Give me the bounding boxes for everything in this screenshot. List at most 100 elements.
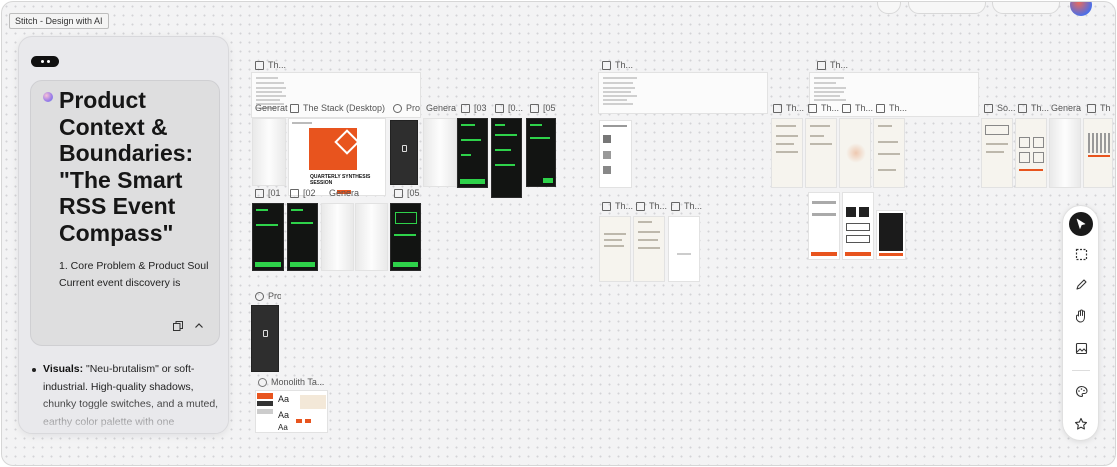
prototype-frame[interactable]	[390, 120, 418, 185]
frame-label[interactable]: So...	[984, 103, 1016, 113]
frame-label[interactable]: Th...	[671, 201, 702, 211]
top-control[interactable]	[992, 2, 1060, 14]
mobile-icon	[461, 103, 470, 113]
frame-label[interactable]: Genera	[329, 188, 360, 198]
cursor-icon[interactable]	[1069, 212, 1093, 236]
canvas-toolbar	[1062, 205, 1099, 441]
hand-icon[interactable]	[1069, 304, 1093, 328]
font-sample: Aa	[278, 394, 290, 404]
mobile-icon	[984, 103, 993, 113]
frame-label[interactable]: Th...	[773, 103, 804, 113]
screen-frame[interactable]	[876, 210, 906, 260]
mobile-icon	[394, 188, 403, 198]
screen-frame[interactable]	[355, 203, 388, 271]
screen-frame[interactable]	[1015, 118, 1047, 188]
top-control[interactable]	[877, 2, 901, 14]
screen-frame[interactable]	[839, 118, 871, 188]
frame-label[interactable]: Generat	[255, 103, 288, 113]
card-subtitle: 1. Core Problem & Product Soul	[59, 260, 209, 272]
mobile-icon	[876, 103, 885, 113]
screen-frame[interactable]	[423, 118, 457, 187]
screen-frame[interactable]	[252, 118, 286, 186]
screen-frame[interactable]	[873, 118, 905, 188]
copy-icon[interactable]	[171, 321, 185, 335]
screen-frame[interactable]	[842, 192, 874, 260]
frame-label[interactable]: Th...	[602, 201, 633, 211]
mobile-icon	[773, 103, 782, 113]
mobile-icon	[602, 201, 611, 211]
screen-frame[interactable]	[668, 216, 700, 282]
frame-label[interactable]: The Stack (Desktop)	[290, 103, 385, 113]
screen-frame[interactable]	[633, 216, 665, 282]
screen-frame[interactable]	[981, 118, 1013, 188]
document-frame[interactable]	[251, 72, 421, 118]
frame-label[interactable]: Th...	[636, 201, 667, 211]
frame-label[interactable]: [01	[255, 188, 281, 198]
document-icon	[602, 60, 611, 70]
screen-frame[interactable]	[771, 118, 803, 188]
screen-frame[interactable]	[457, 118, 488, 188]
frame-label[interactable]: Th...	[602, 60, 633, 70]
screen-frame[interactable]	[526, 118, 556, 187]
mobile-icon	[671, 201, 680, 211]
frame-label[interactable]: Monolith Ta...	[258, 377, 324, 387]
screen-frame[interactable]	[491, 118, 522, 198]
screen-frame[interactable]	[390, 203, 421, 271]
screen-frame[interactable]	[599, 120, 632, 188]
palette-icon	[258, 377, 267, 387]
screen-frame[interactable]	[1049, 118, 1081, 188]
chat-panel: Product Context & Boundaries: "The Smart…	[18, 36, 229, 434]
screen-frame[interactable]	[287, 203, 318, 271]
document-frame[interactable]	[598, 72, 768, 114]
frame-heading: QUARTERLY SYNTHESIS SESSION	[310, 174, 371, 186]
frame-label[interactable]: [02	[290, 188, 316, 198]
screen-frame[interactable]	[805, 118, 837, 188]
design-system-frame[interactable]: Aa Aa Aa	[255, 390, 328, 433]
prototype-icon	[393, 103, 402, 113]
prompt-card[interactable]: Product Context & Boundaries: "The Smart…	[30, 80, 220, 346]
card-body: 1. Core Problem & Product Soul Current e…	[59, 258, 209, 291]
document-icon	[817, 60, 826, 70]
frame-label[interactable]: Th...	[255, 60, 286, 70]
document-frame[interactable]	[809, 72, 979, 117]
frame-label[interactable]: Th...	[1087, 103, 1111, 113]
screen-frame[interactable]	[1083, 118, 1113, 188]
frame-label[interactable]: Genera	[426, 103, 457, 113]
frame-label[interactable]: Th...	[842, 103, 873, 113]
frame-label[interactable]: [03	[461, 103, 487, 113]
collapse-icon[interactable]	[192, 321, 206, 335]
card-title: Product Context & Boundaries: "The Smart…	[59, 87, 194, 246]
frame-label[interactable]: Th...	[876, 103, 907, 113]
top-control[interactable]	[908, 2, 986, 14]
desktop-icon	[290, 103, 299, 113]
card-text: Current event discovery is	[59, 276, 181, 289]
screen-frame[interactable]	[599, 216, 631, 282]
mobile-icon	[1087, 103, 1096, 113]
frame-label[interactable]: Th...	[817, 60, 848, 70]
frame-label[interactable]: Th...	[1018, 103, 1049, 113]
panel-menu-button[interactable]	[31, 56, 59, 67]
image-icon[interactable]	[1069, 336, 1093, 360]
frame-label[interactable]: [05	[530, 103, 556, 113]
prototype-frame[interactable]	[251, 305, 279, 372]
screen-frame[interactable]	[808, 192, 840, 260]
stack-desktop-frame[interactable]: QUARTERLY SYNTHESIS SESSION	[288, 118, 386, 196]
avatar[interactable]	[1070, 2, 1092, 16]
pencil-icon[interactable]	[1069, 272, 1093, 296]
palette-icon[interactable]	[1069, 379, 1093, 403]
document-icon	[255, 60, 264, 70]
star-icon[interactable]	[1069, 412, 1093, 436]
marquee-select-icon[interactable]	[1069, 242, 1093, 266]
screen-frame[interactable]	[321, 203, 354, 271]
screen-frame[interactable]	[252, 203, 284, 271]
frame-label[interactable]: Genera	[1051, 103, 1082, 113]
frame-label[interactable]: [0...	[495, 103, 523, 113]
stitch-logo-icon	[43, 92, 53, 102]
frame-label[interactable]: Pro	[393, 103, 421, 113]
mobile-icon	[290, 188, 299, 198]
frame-label[interactable]: [05	[394, 188, 420, 198]
frame-label[interactable]: Pro	[255, 291, 281, 301]
frame-label[interactable]: Th...	[808, 103, 839, 113]
mobile-icon	[808, 103, 817, 113]
prototype-icon	[255, 291, 264, 301]
